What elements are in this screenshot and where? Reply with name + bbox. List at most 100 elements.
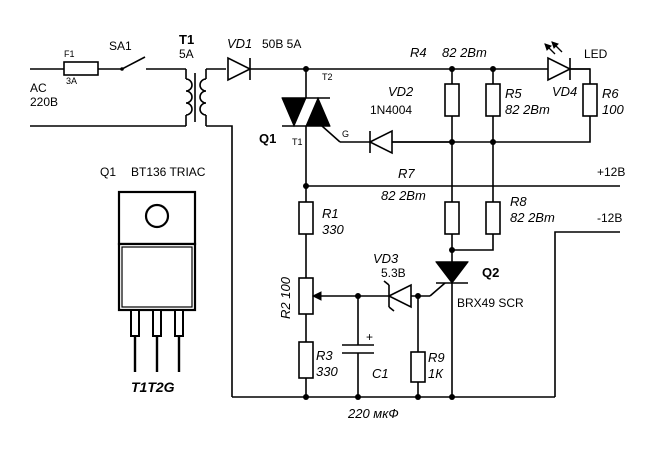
junction — [355, 394, 361, 400]
capacitor-c1 — [342, 296, 374, 397]
r8-value: 82 2Вm — [510, 210, 555, 225]
r1-ref: R1 — [322, 206, 339, 221]
resistor-r3 — [298, 341, 314, 397]
wire — [452, 234, 494, 251]
ac-voltage-label: 220В — [30, 95, 58, 109]
pin-shoulder — [152, 309, 162, 337]
triac-t1-label: T1 — [292, 137, 303, 147]
r9-value: 1К — [428, 366, 444, 381]
resistor-r8 — [449, 201, 501, 253]
zener-vd3 — [355, 280, 421, 352]
vd4-ref: VD4 — [552, 84, 577, 99]
resistor-body — [298, 341, 314, 379]
mounting-hole — [144, 203, 170, 229]
wire-ground-return — [206, 125, 233, 397]
triac-ref: Q1 — [259, 131, 276, 146]
vd2-part: 1N4004 — [370, 103, 412, 117]
r3-value: 330 — [316, 364, 338, 379]
zener-wing — [388, 306, 395, 312]
r1-value: 330 — [322, 222, 344, 237]
wire — [570, 68, 591, 84]
resistor-r6 — [392, 83, 598, 143]
transformer-t1 — [185, 68, 233, 397]
resistor-body — [410, 351, 426, 383]
to220-package-illustration — [117, 190, 197, 372]
pin-shoulder — [174, 309, 184, 337]
wiper-arrow — [311, 291, 322, 301]
scr-ref: Q2 — [482, 265, 499, 280]
junction — [415, 394, 421, 400]
fuse-rating: 3A — [66, 76, 77, 86]
package-body-inner — [121, 246, 193, 308]
r5-ref: R5 — [505, 86, 522, 101]
resistor-body — [298, 277, 314, 315]
vd3-value: 5.3В — [381, 266, 406, 280]
wire — [392, 116, 591, 143]
resistor-r9 — [410, 351, 426, 397]
scr-triangle — [434, 261, 470, 284]
r5-value: 82 2Вm — [505, 102, 550, 117]
vd1-ref: VD1 — [227, 36, 252, 51]
junction — [449, 394, 455, 400]
r6-ref: R6 — [602, 86, 619, 101]
vd1-value: 50В 5А — [262, 37, 301, 51]
diode-vd1 — [227, 56, 590, 82]
resistor-r1 — [298, 186, 314, 278]
switch-sa1-lever — [121, 56, 146, 70]
resistor-body — [485, 83, 501, 117]
ac-label: AC — [30, 81, 47, 95]
r4-ref: R4 — [410, 45, 427, 60]
triac-triangle-a — [281, 97, 307, 128]
zener-wing — [383, 280, 390, 286]
r2-ref: R2 — [278, 302, 293, 319]
r7-value: 82 2Вm — [381, 188, 426, 203]
secondary-winding — [199, 78, 207, 116]
resistor-body — [582, 83, 598, 117]
vd2-ref: VD2 — [388, 84, 414, 99]
led-label: LED — [584, 47, 608, 61]
led-vd4 — [544, 41, 591, 84]
plus12-rail — [303, 183, 620, 189]
transformer-ref: T1 — [179, 32, 194, 47]
ac-input — [30, 56, 186, 127]
resistor-body — [444, 83, 460, 117]
package-ref: Q1 — [100, 165, 116, 179]
plus12-label: +12В — [597, 165, 625, 179]
pin-shoulder — [130, 309, 140, 337]
r6-value: 100 — [602, 102, 624, 117]
gate-lead — [321, 125, 341, 143]
c1-polarity: + — [366, 330, 373, 344]
resistor-r5 — [485, 66, 501, 202]
r9-ref: R9 — [428, 350, 445, 365]
package-pin-labels: T1T2G — [131, 379, 175, 395]
resistor-body — [444, 201, 460, 235]
r2-label: R2 100 — [278, 276, 293, 319]
r3-ref: R3 — [316, 348, 333, 363]
switch-ref: SA1 — [109, 39, 132, 53]
minus12-label: -12В — [597, 211, 622, 225]
diode-body — [227, 56, 252, 82]
potentiometer-r2 — [298, 277, 358, 342]
vd3-ref: VD3 — [373, 251, 399, 266]
fuse-ref: F1 — [64, 49, 75, 59]
package-part: BT136 TRIAC — [131, 165, 206, 179]
primary-winding — [185, 78, 193, 116]
ground-rail — [232, 394, 555, 400]
led-body — [547, 56, 572, 82]
triac-t2-label: T2 — [322, 72, 333, 82]
resistor-r4 — [444, 66, 460, 202]
triac-g-label: G — [342, 129, 349, 139]
light-arrowhead — [544, 43, 552, 51]
fuse-f1 — [63, 61, 99, 76]
zener-body — [387, 283, 412, 309]
r2-value: 100 — [278, 276, 293, 298]
light-arrowhead — [551, 41, 559, 49]
resistor-body — [298, 201, 314, 235]
c1-ref: C1 — [372, 366, 389, 381]
r8-ref: R8 — [510, 194, 527, 209]
c1-value: 220 мкФ — [347, 406, 399, 421]
junction — [449, 247, 455, 253]
r4-value: 82 2Вm — [442, 45, 487, 60]
